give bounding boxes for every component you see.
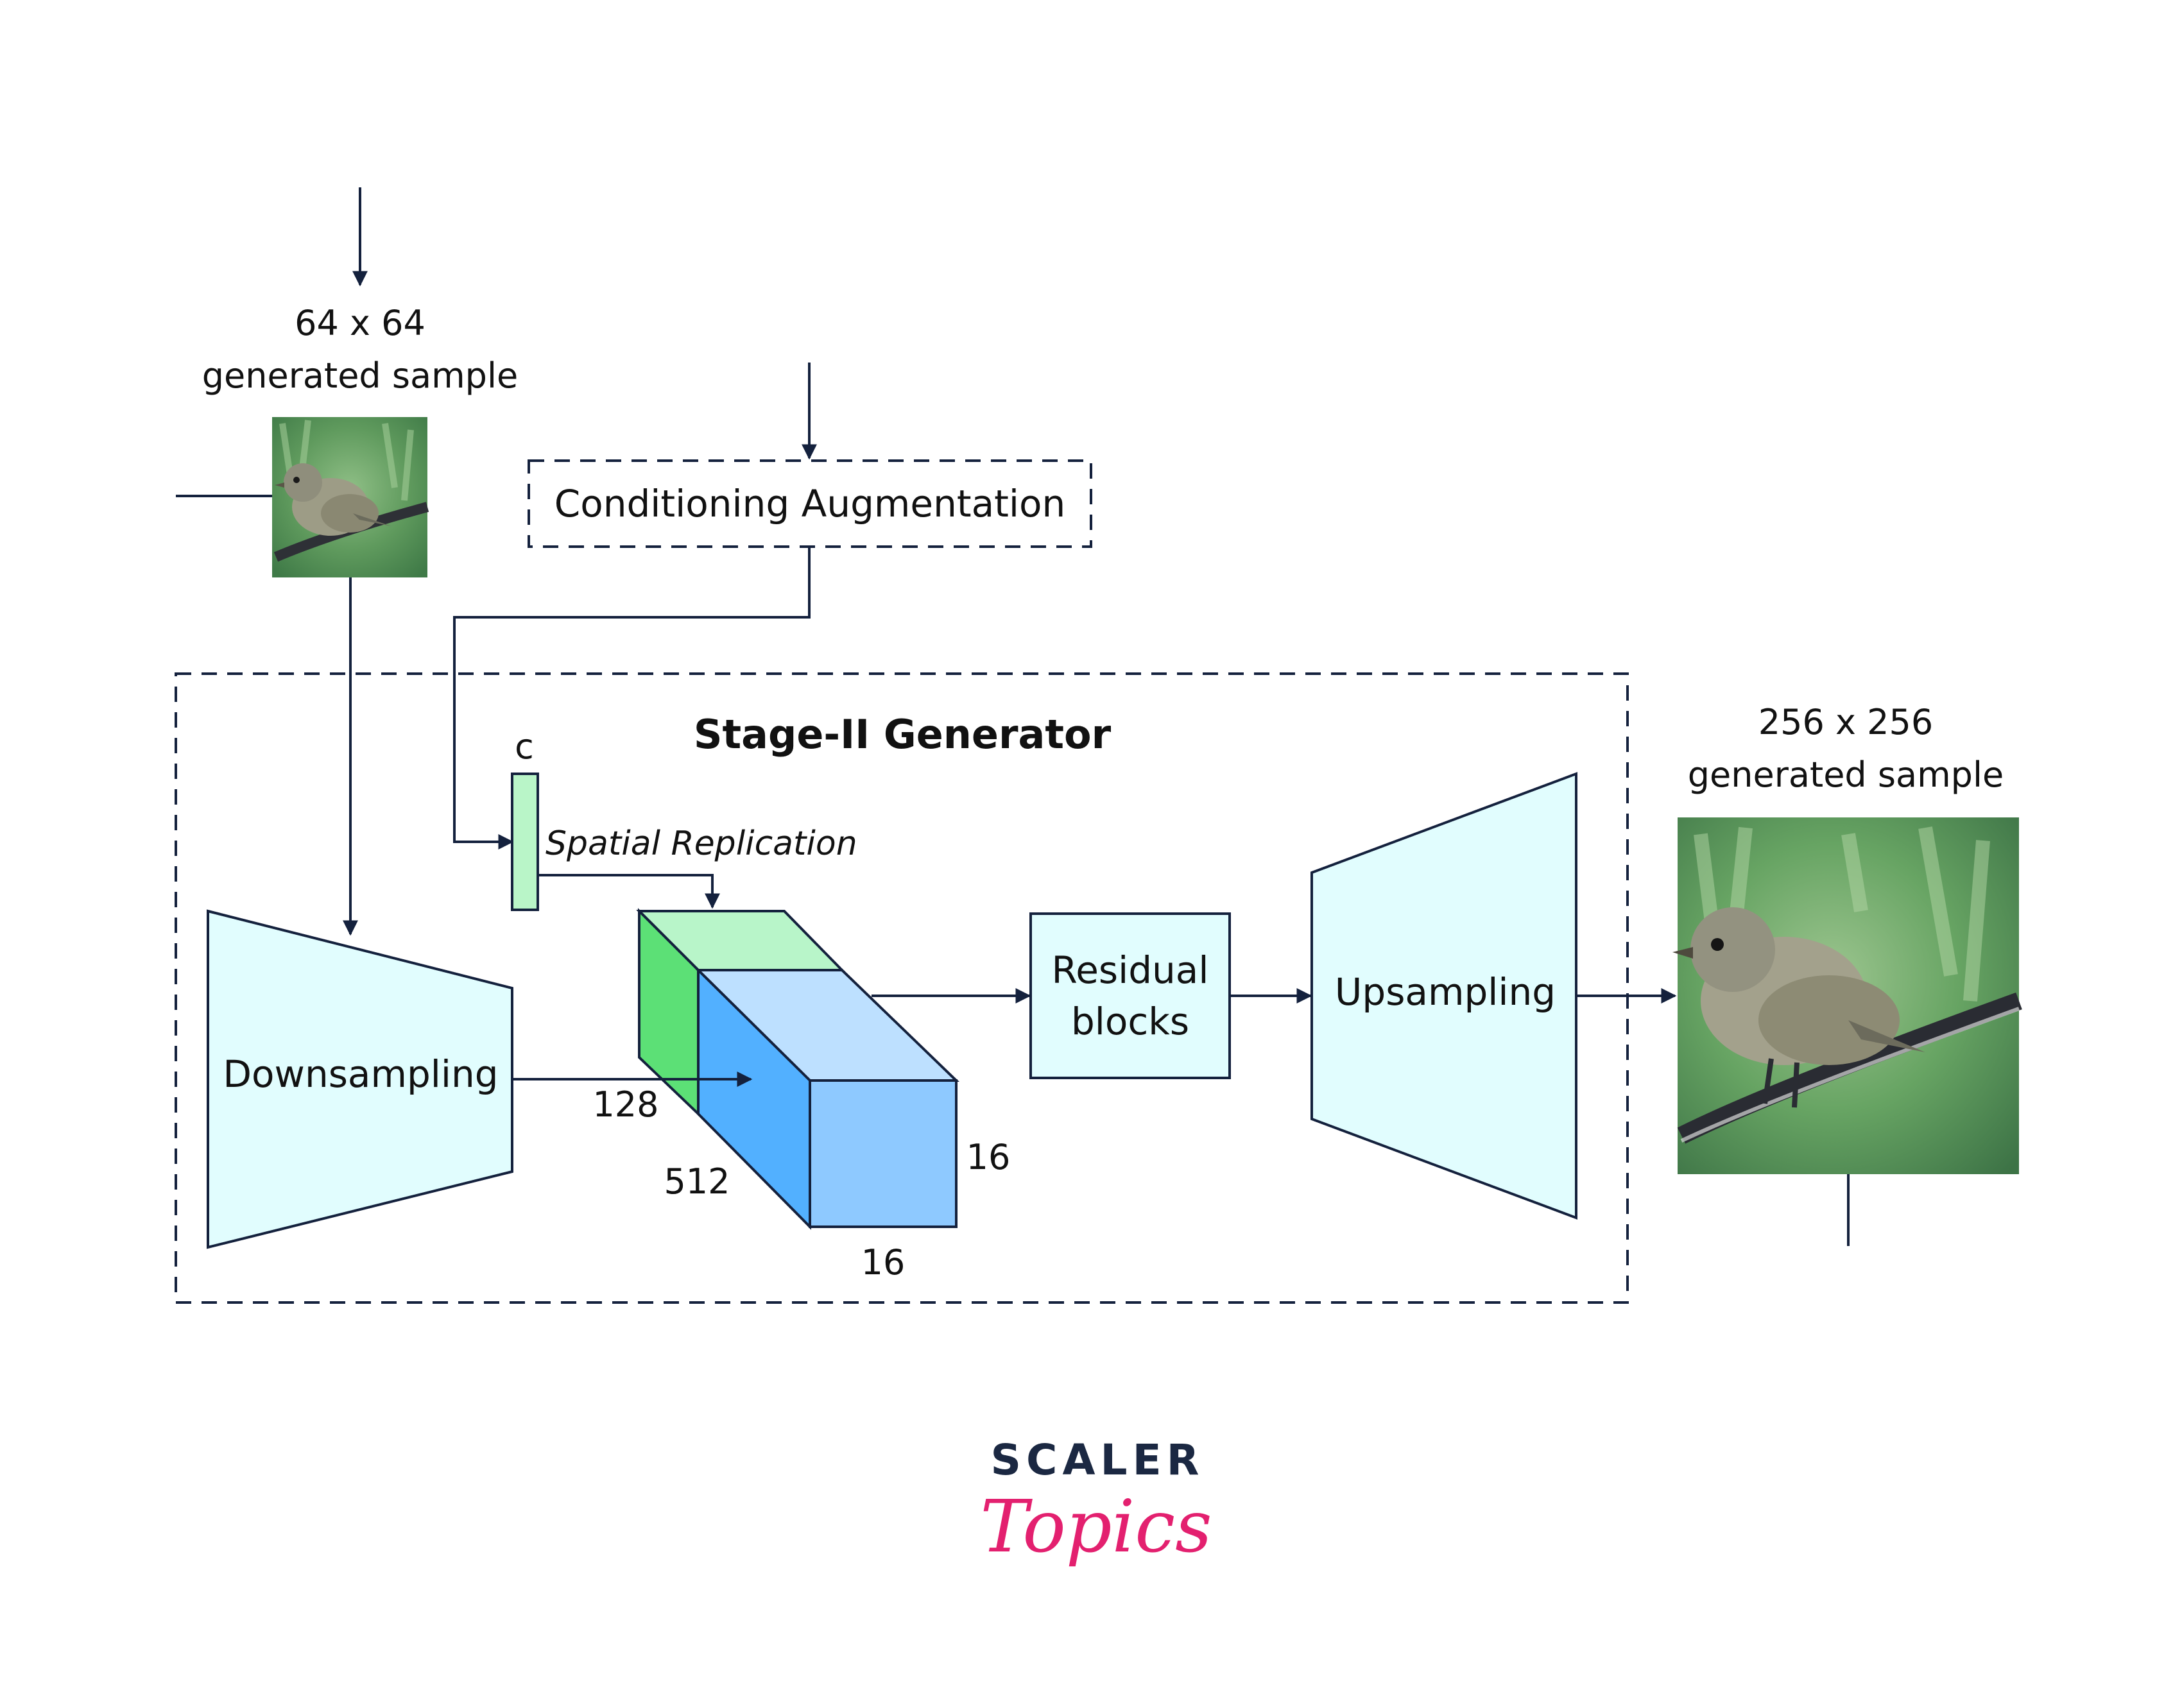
downsampling-label: Downsampling	[223, 1052, 498, 1096]
c-vector-label: c	[515, 726, 534, 767]
feature-tensor	[636, 908, 959, 1230]
downsampling-block	[207, 909, 513, 1249]
output-size-label: 256 x 256	[1758, 702, 1933, 742]
upsampling-label: Upsampling	[1335, 970, 1556, 1014]
output-sample-image	[1672, 817, 2022, 1174]
c-vector	[511, 773, 539, 911]
brand-scaler-text: SCALER	[990, 1435, 1204, 1485]
output-caption-label: generated sample	[1688, 755, 2004, 795]
stage2-generator-title: Stage-II Generator	[694, 711, 1112, 758]
tensor-blue-side	[809, 1079, 958, 1228]
conditioning-to-c-arrow	[453, 547, 811, 850]
input-size-label: 64 x 64	[295, 303, 425, 343]
tensor-width-label: 16	[861, 1242, 906, 1283]
residual-blocks-label-line1: Residual	[1052, 948, 1209, 992]
residual-blocks-label-line2: blocks	[1071, 1000, 1189, 1043]
tensor-height-label: 16	[966, 1137, 1011, 1177]
stage2-generator-container	[175, 672, 1629, 1304]
spatial-replication-arrow	[538, 874, 720, 909]
conditioning-augmentation-label: Conditioning Augmentation	[554, 482, 1065, 525]
tensor-depth-label: 512	[664, 1161, 730, 1202]
input-sample-image	[272, 417, 429, 577]
input-caption-label: generated sample	[202, 355, 518, 396]
residual-blocks	[1029, 912, 1231, 1079]
spatial-replication-label: Spatial Replication	[546, 824, 857, 863]
tensor-channels-label: 128	[592, 1084, 658, 1125]
upsampling-block	[1310, 772, 1577, 1220]
brand-topics-text: Topics	[980, 1485, 1212, 1569]
